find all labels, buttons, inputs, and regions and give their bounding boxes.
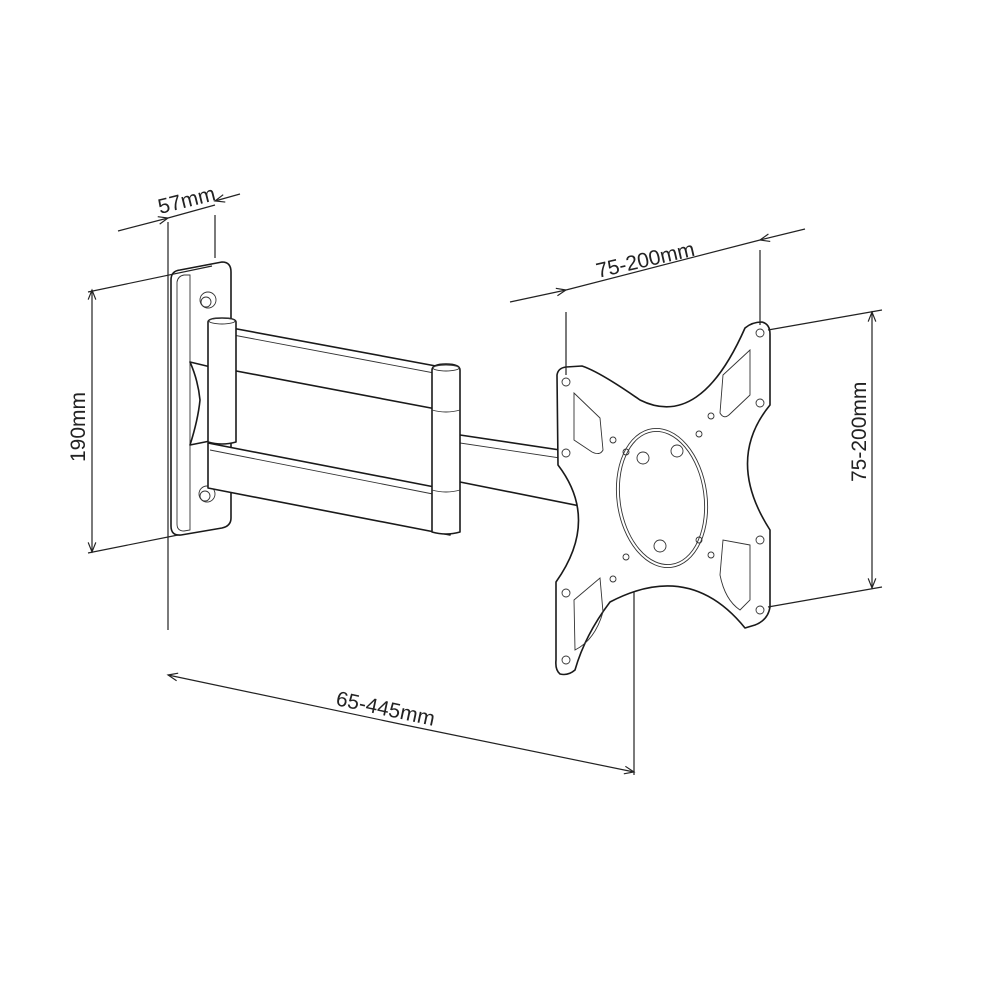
wall-plate-height-label: 190mm bbox=[67, 392, 90, 462]
dimension-wall-plate-height: 190mm bbox=[67, 265, 213, 554]
dimension-vesa-vertical: 75-200mm bbox=[767, 309, 883, 608]
vesa-horizontal-label: 75-200mm bbox=[594, 238, 697, 283]
vesa-vertical-label: 75-200mm bbox=[848, 382, 871, 482]
vesa-plate bbox=[555, 321, 771, 676]
extension-label: 65-445mm bbox=[334, 687, 437, 730]
swing-arms bbox=[207, 317, 461, 536]
